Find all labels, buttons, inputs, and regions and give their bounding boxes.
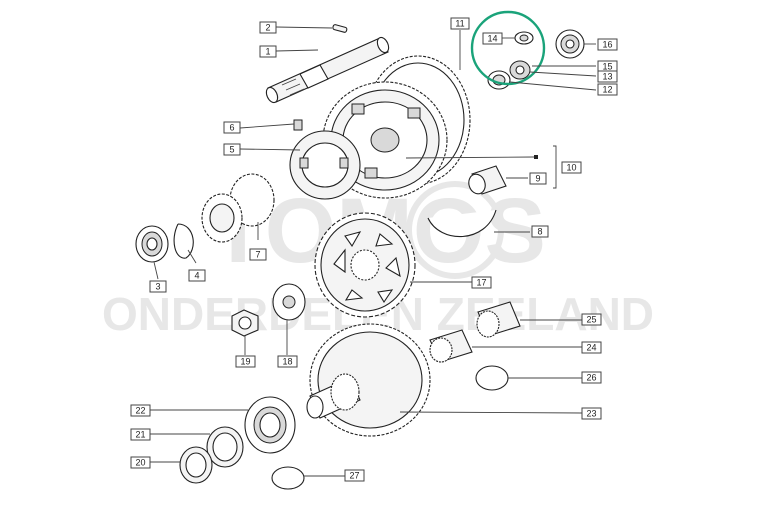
svg-text:18: 18 xyxy=(282,357,292,367)
part-washer-14 xyxy=(514,31,534,45)
callout-23: 23 xyxy=(581,407,602,420)
svg-text:2: 2 xyxy=(265,23,270,33)
svg-text:27: 27 xyxy=(349,471,359,481)
callout-13: 13 xyxy=(597,70,618,83)
callout-17: 17 xyxy=(471,276,492,289)
highlight-circle xyxy=(470,10,546,86)
svg-text:5: 5 xyxy=(229,145,234,155)
part-circlip-4 xyxy=(173,223,194,259)
part-bearing-22 xyxy=(244,396,296,454)
callout-19: 19 xyxy=(235,355,256,368)
svg-text:14: 14 xyxy=(487,34,497,44)
part-needle-bearing-25 xyxy=(476,301,521,338)
callout-5: 5 xyxy=(223,143,241,156)
leader-lines xyxy=(150,26,597,477)
callout-2: 2 xyxy=(259,21,277,34)
callout-8: 8 xyxy=(531,225,549,238)
svg-text:8: 8 xyxy=(537,227,542,237)
svg-text:3: 3 xyxy=(155,282,160,292)
callout-9: 9 xyxy=(529,172,547,185)
part-needle-bearing-24 xyxy=(429,329,473,363)
svg-text:4: 4 xyxy=(194,271,199,281)
svg-text:13: 13 xyxy=(602,72,612,82)
part-sprocket xyxy=(314,212,416,318)
svg-text:7: 7 xyxy=(255,250,260,260)
svg-text:22: 22 xyxy=(135,406,145,416)
part-ring-20 xyxy=(179,446,213,484)
svg-text:16: 16 xyxy=(602,40,612,50)
callout-25: 25 xyxy=(581,313,602,326)
svg-text:26: 26 xyxy=(586,373,596,383)
part-bearing-3 xyxy=(135,225,169,263)
svg-text:1: 1 xyxy=(265,47,270,57)
callout-20: 20 xyxy=(130,456,151,469)
part-circlip-8 xyxy=(427,209,497,238)
callout-27: 27 xyxy=(344,469,365,482)
part-nut-19 xyxy=(231,309,259,337)
callout-7: 7 xyxy=(249,248,267,261)
callout-14: 14 xyxy=(482,32,503,45)
callout-12: 12 xyxy=(597,83,618,96)
part-hub xyxy=(289,130,361,200)
callout-26: 26 xyxy=(581,371,602,384)
svg-text:24: 24 xyxy=(586,343,596,353)
callout-6: 6 xyxy=(223,121,241,134)
part-bushing-9 xyxy=(468,165,507,195)
part-gear-cluster-7 xyxy=(201,173,275,243)
part-pin-6 xyxy=(293,119,303,131)
part-key xyxy=(332,24,348,33)
part-main-shaft xyxy=(265,36,390,104)
svg-text:25: 25 xyxy=(586,315,596,325)
svg-text:15: 15 xyxy=(602,62,612,72)
part-bearing-16 xyxy=(555,29,585,59)
callout-11: 11 xyxy=(450,17,470,30)
svg-text:17: 17 xyxy=(476,278,486,288)
part-ring-21 xyxy=(206,426,244,468)
svg-text:10: 10 xyxy=(566,163,576,173)
callout-18: 18 xyxy=(277,355,298,368)
svg-text:19: 19 xyxy=(240,357,250,367)
svg-text:20: 20 xyxy=(135,458,145,468)
callout-24: 24 xyxy=(581,341,602,354)
part-washer-18 xyxy=(272,283,306,321)
callout-4: 4 xyxy=(188,269,206,282)
svg-text:21: 21 xyxy=(135,430,145,440)
callout-labels: 2 1 11 14 16 15 13 12 6 5 10 9 8 7 4 3 1… xyxy=(130,17,618,482)
callout-16: 16 xyxy=(597,38,618,51)
callout-15: 15 xyxy=(597,60,618,73)
svg-text:23: 23 xyxy=(586,409,596,419)
part-gear-shaft-23 xyxy=(306,323,431,437)
part-nut-13 xyxy=(509,60,531,80)
svg-text:11: 11 xyxy=(455,19,464,29)
callout-22: 22 xyxy=(130,404,151,417)
callout-10: 10 xyxy=(561,161,582,174)
part-shim-26 xyxy=(475,365,509,391)
svg-text:12: 12 xyxy=(602,85,612,95)
svg-text:9: 9 xyxy=(535,174,540,184)
callout-3: 3 xyxy=(149,280,167,293)
callout-1: 1 xyxy=(259,45,277,58)
part-shim-27 xyxy=(271,466,305,490)
svg-text:6: 6 xyxy=(229,123,234,133)
watermark-wheel-icon xyxy=(406,181,504,279)
callout-21: 21 xyxy=(130,428,151,441)
